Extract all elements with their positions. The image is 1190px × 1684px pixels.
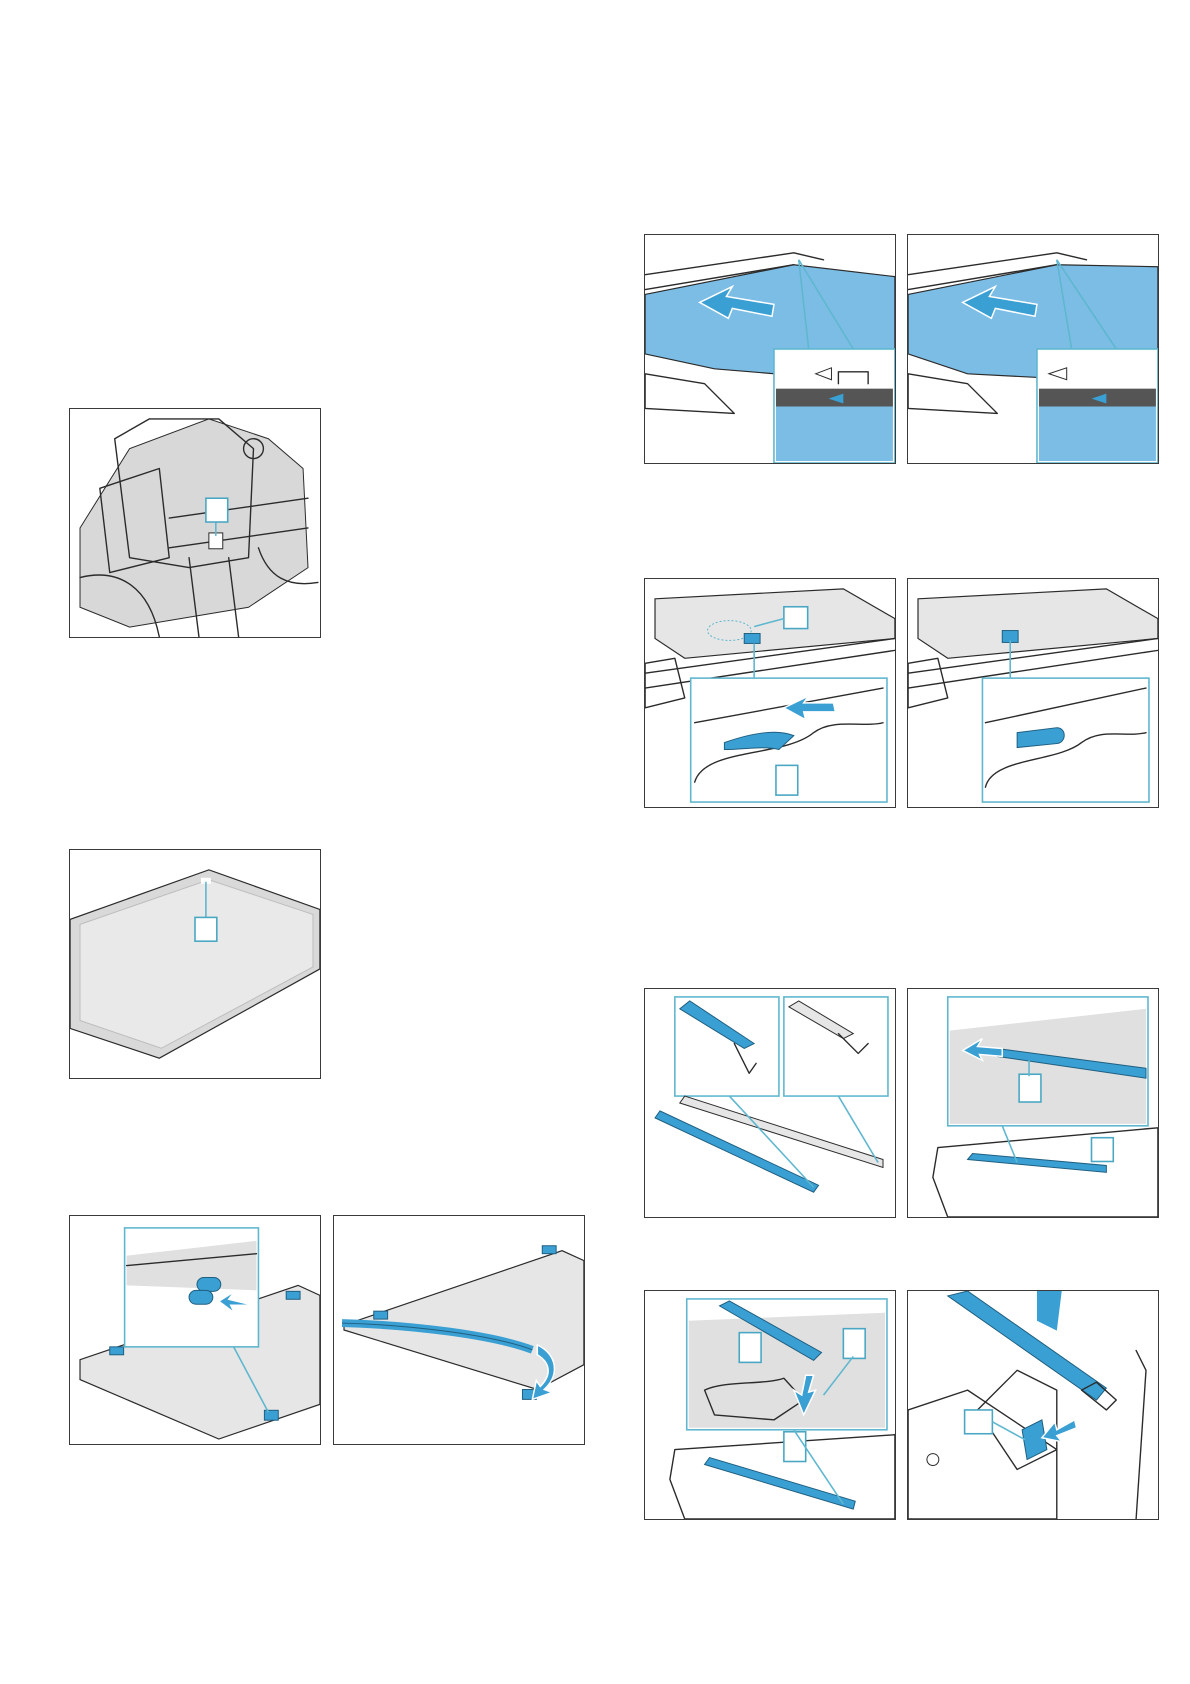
- pane-holder-illustration: [70, 1216, 320, 1444]
- hinge-latch-illustration: [908, 1291, 1158, 1519]
- callout-label: [784, 1432, 806, 1462]
- callout-label: [776, 765, 798, 795]
- callout-label: [1019, 1074, 1041, 1102]
- callout-label: [206, 498, 228, 522]
- figure-glass-pane-marking: [69, 849, 321, 1079]
- glass-pane-illustration: [70, 850, 320, 1078]
- callout-label: [784, 607, 808, 629]
- strip-detail-illustration: [645, 989, 895, 1217]
- strip-insert-illustration: [908, 989, 1158, 1217]
- figure-pane-strip-attach: [333, 1215, 585, 1445]
- cover-strip-illustration: [645, 1291, 895, 1519]
- figure-hinge-latch-close: [907, 1290, 1159, 1520]
- pane-slide-illustration-1: [645, 235, 895, 463]
- figure-pane-holder-insert: [69, 1215, 321, 1445]
- callout-label: [1091, 1138, 1113, 1162]
- clip-fitted-illustration: [908, 579, 1158, 807]
- figure-clip-press: [644, 578, 896, 808]
- callout-label: [965, 1410, 993, 1434]
- pane-strip-illustration: [334, 1216, 584, 1444]
- callout-label: [195, 917, 217, 941]
- clip-press-illustration: [645, 579, 895, 807]
- figure-door-hinge-catch: [69, 408, 321, 638]
- figure-clip-fitted: [907, 578, 1159, 808]
- figure-cover-strip-fit: [644, 1290, 896, 1520]
- detail-inset: [982, 678, 1149, 802]
- figure-strip-detail: [644, 988, 896, 1218]
- door-hinge-illustration: [70, 409, 320, 637]
- figure-strip-insert: [907, 988, 1159, 1218]
- callout-label: [843, 1329, 865, 1359]
- callout-label: [739, 1333, 761, 1363]
- pane-slide-illustration-2: [908, 235, 1158, 463]
- figure-pane-slide-in-1: [644, 234, 896, 464]
- figure-pane-slide-in-2: [907, 234, 1159, 464]
